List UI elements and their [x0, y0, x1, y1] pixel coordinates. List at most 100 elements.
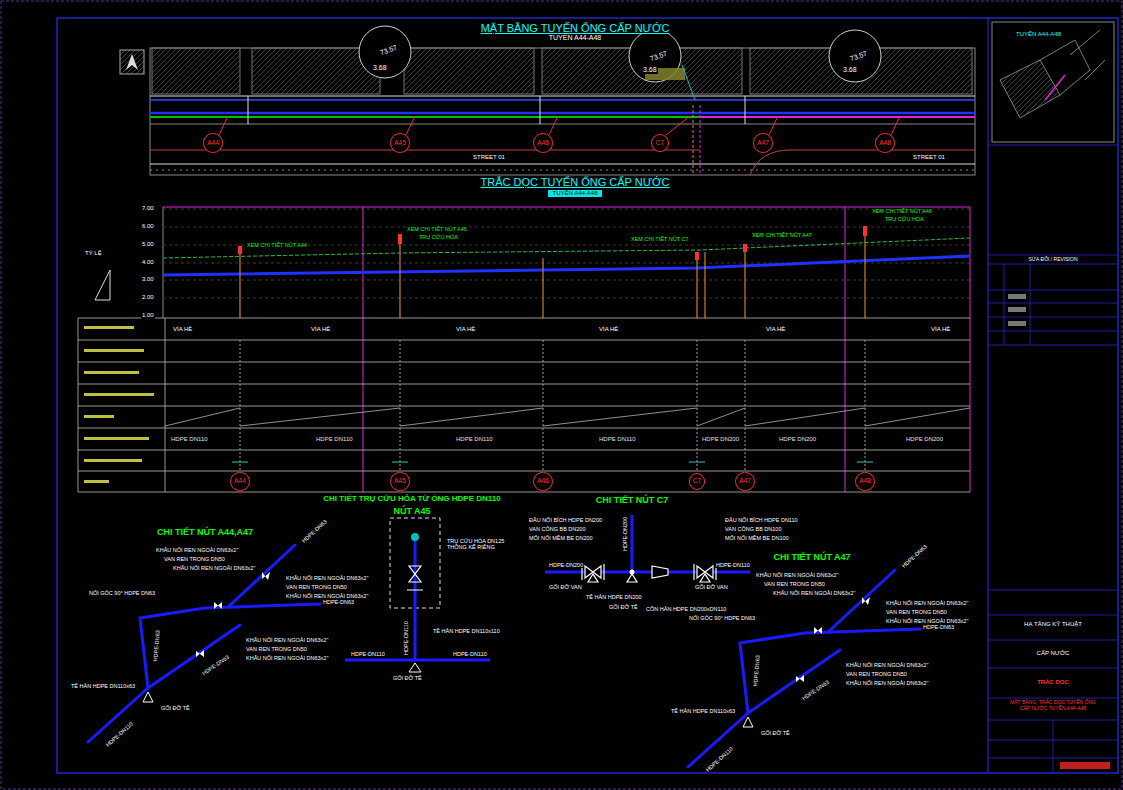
drawing-label: VỈA HÈ: [172, 326, 193, 333]
node-callout-circle: A48: [855, 472, 875, 492]
drawing-label: GỐI ĐỠ TÊ: [608, 604, 639, 610]
node-callout-circle: A44: [203, 133, 223, 153]
drawing-label: TÊ HÀN HDPE DN110x63: [670, 708, 736, 714]
main-title: MẶT BẰNG TUYẾN ỐNG CẤP NƯỚC: [480, 22, 671, 34]
node-callout-circle: C7: [689, 473, 705, 489]
drawing-label: KHÂU NỐI REN NGOÀI DN63x2": [755, 572, 839, 578]
node-label: A47: [739, 478, 751, 485]
drawing-label: 3.68: [372, 64, 388, 72]
drawing-label: HDPE DN200: [905, 436, 944, 443]
drawing-label: CẤP NƯỚC: [1036, 650, 1071, 657]
drawing-label: HDPE DN110: [170, 436, 209, 443]
drawing-label: HDPE-DN110: [350, 651, 386, 657]
drawing-label: XEM CHI TIẾT NÚT A47: [751, 232, 813, 238]
drawing-label: MỐI NỐI MỀM BE DN100: [724, 535, 790, 541]
drawing-label: SỬA ĐỔI / REVISION: [1027, 257, 1078, 263]
drawing-label: 1.00: [141, 312, 155, 319]
drawing-label: KHÂU NỐI REN NGOÀI DN63x2": [245, 637, 329, 643]
drawing-label: TÊ HÀN HDPE DN110x110: [432, 628, 501, 634]
drawing-label: VAN CỔNG BB DN100: [724, 526, 782, 532]
node-callout-circle: C7: [651, 134, 669, 152]
drawing-label: 5.00: [141, 241, 155, 248]
drawing-label: 3.68: [642, 66, 658, 74]
drawing-label: XEM CHI TIẾT NÚT C7: [630, 236, 689, 242]
drawing-label: VAN REN TRONG DN50: [763, 581, 826, 587]
drawing-label: TRẮC DỌC: [1036, 679, 1070, 686]
drawing-label: KHÂU NỐI REN NGOÀI DN63x2": [845, 680, 929, 686]
drawing-label: VỈA HÈ: [765, 326, 786, 333]
node-callout-circle: A46: [533, 133, 553, 153]
node-label: A45: [394, 140, 406, 147]
drawing-label: TÊ HÀN HDPE DN200: [585, 594, 643, 600]
drawing-label: NỐI GÓC 90° HDPE DN63: [88, 590, 156, 596]
drawing-label: VỈA HÈ: [455, 326, 476, 333]
drawing-label: VAN REN TRONG DN50: [245, 646, 308, 652]
drawing-label: VỈA HÈ: [930, 326, 951, 333]
drawing-label: XEM CHI TIẾT NÚT A44: [246, 242, 308, 248]
drawing-label: HDPE-DN110: [452, 651, 488, 657]
drawing-label: HDPE-DN63: [922, 624, 955, 630]
drawing-label: 7.00: [141, 205, 155, 212]
drawing-label: HDPE-DN200: [548, 562, 584, 568]
drawing-label: VAN CỔNG BB DN200: [528, 526, 586, 532]
drawing-label: HDPE-DN110: [403, 620, 409, 656]
drawing-label: XEM CHI TIẾT NÚT A45: [406, 226, 468, 232]
drawing-label: HDPE DN200: [701, 436, 740, 443]
drawing-label: TRỤ CỨU HỎA DN125 THÔNG KẾ RIÊNG: [446, 538, 518, 550]
drawing-label: STREET 01: [912, 154, 946, 161]
drawing-label: NÚT A45: [392, 507, 431, 517]
drawing-label: MẶT BẰNG, TRẮC DỌC TUYẾN ỐNG CẤP NƯỚC TU…: [1004, 700, 1102, 711]
drawing-label: KHÂU NỐI REN NGOÀI DN63x2": [845, 662, 929, 668]
drawing-label: GỐI ĐỠ TÊ: [392, 675, 423, 681]
node-callout-circle: A44: [230, 472, 250, 492]
drawing-label: TRẮC DỌC TUYẾN ỐNG CẤP NƯỚC: [480, 176, 671, 188]
drawing-label: CHI TIẾT NÚT A47: [772, 553, 851, 563]
drawing-label: GỐI ĐỠ VAN: [548, 584, 583, 590]
drawing-label: GỐI ĐỠ TÊ: [760, 730, 791, 736]
node-label: A48: [879, 140, 891, 147]
drawing-label: TUYẾN A44-A48: [548, 190, 601, 197]
drawing-label: ĐẦU NỐI BÍCH HDPE DN200: [528, 517, 603, 523]
drawing-label: TUYẾN A44-A48: [1015, 31, 1062, 38]
drawing-label: CHI TIẾT NÚT C7: [595, 496, 670, 506]
drawing-label: 4.00: [141, 259, 155, 266]
drawing-label: TRỤ CỨU HỎA: [884, 216, 925, 222]
drawing-label: 2.00: [141, 294, 155, 301]
drawing-label: TRỤ CỨU HỎA: [418, 234, 459, 240]
drawing-label: KHÂU NỐI REN NGOÀI DN63x2": [885, 600, 969, 606]
drawing-label: CHI TIẾT NÚT A44,A47: [156, 528, 254, 538]
drawing-label: VAN REN TRONG DN50: [285, 584, 348, 590]
drawing-label: XEM CHI TIẾT NÚT A48: [871, 208, 933, 214]
drawing-label: HDPE-DN63: [322, 599, 355, 605]
drawing-label: HDPE-DN110: [715, 562, 751, 568]
drawing-label: KHÂU NỐI REN NGOÀI DN63x2": [285, 575, 369, 581]
drawing-label: 3.00: [141, 276, 155, 283]
node-callout-circle: A47: [753, 133, 773, 153]
drawing-label: GỐI ĐỠ TÊ: [160, 705, 191, 711]
drawing-label: 3.68: [842, 66, 858, 74]
node-callout-circle: A45: [390, 472, 410, 492]
drawing-label: 6.00: [141, 223, 155, 230]
drawing-label: CÔN HÀN HDPE DN200xDN110: [645, 606, 727, 612]
drawing-label: CHI TIẾT TRỤ CỨU HỎA TỪ ỐNG HDPE DN110: [322, 495, 501, 504]
drawing-label: KHÂU NỐI REN NGOÀI DN63x2": [172, 565, 256, 571]
drawing-label: TUYẾN A44-A48: [548, 34, 603, 42]
node-label: A44: [234, 478, 246, 485]
drawing-label: MỐI NỐI MỀM BE DN200: [528, 535, 594, 541]
drawing-label: KHÂU NỐI REN NGOÀI DN63x2": [155, 547, 239, 553]
drawing-label: TỶ LỆ: [84, 250, 103, 257]
node-callout-circle: A48: [875, 133, 895, 153]
drawing-label: GỐI ĐỠ VAN: [694, 584, 729, 590]
drawing-label: HẠ TẦNG KỸ THUẬT: [1023, 621, 1083, 628]
node-label: A46: [537, 140, 549, 147]
drawing-label: HDPE DN110: [598, 436, 637, 443]
node-label: C7: [693, 478, 701, 485]
drawing-label: HDPE DN110: [455, 436, 494, 443]
node-callout-circle: A45: [390, 133, 410, 153]
drawing-label: HDPE DN110: [315, 436, 354, 443]
node-label: A46: [537, 478, 549, 485]
drawing-label: ĐẦU NỐI BÍCH HDPE DN110: [724, 517, 799, 523]
node-label: A45: [394, 478, 406, 485]
